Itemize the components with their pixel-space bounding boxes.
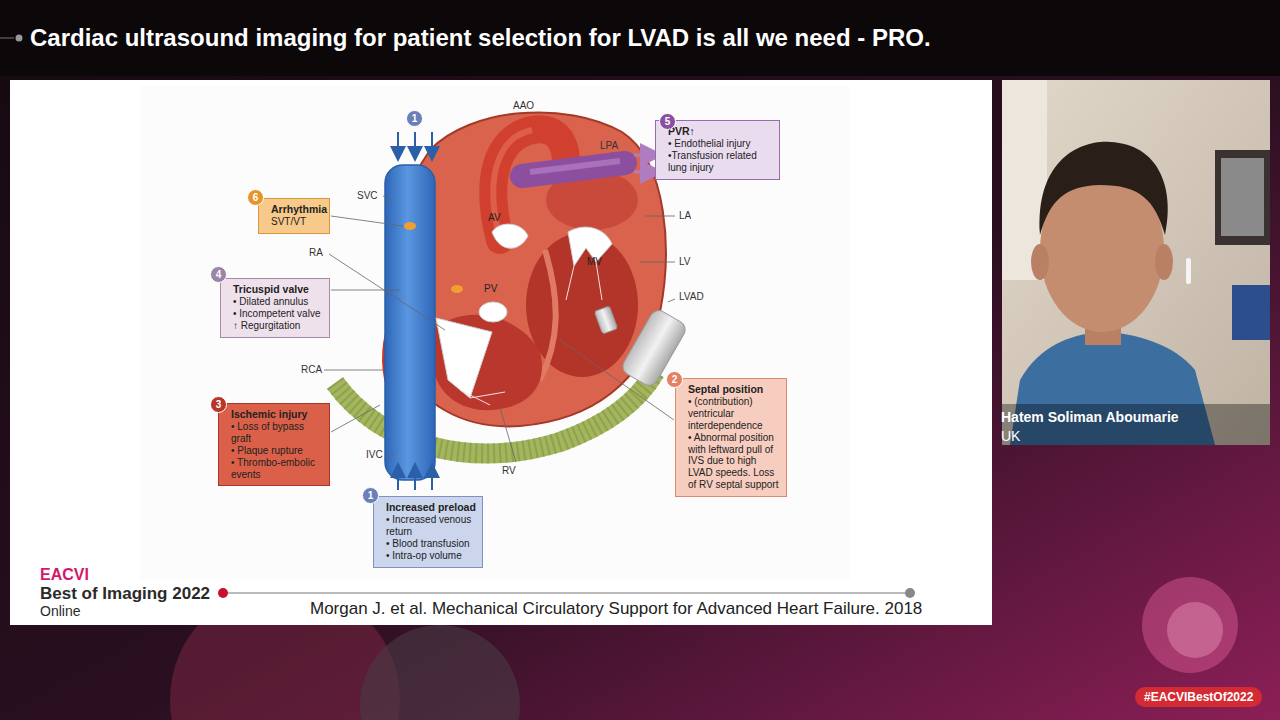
anatomy-label: IVC [366, 449, 383, 460]
box-bullet: • Endothelial injury [668, 138, 773, 150]
callout-number: 1 [406, 110, 423, 127]
box-bullet: • Increased venous return [386, 514, 476, 538]
box-bullet: • Plaque rupture [231, 445, 323, 457]
callout-box: Increased preload• Increased venous retu… [373, 496, 483, 568]
anatomy-label: LA [679, 210, 691, 221]
box-bullet: • (contribution) ventricular interdepend… [688, 396, 780, 431]
callout-digit: 4 [216, 269, 222, 280]
callout-number: 3 [210, 396, 227, 413]
box-bullet: • Blood transfusion [386, 538, 476, 550]
box-heading: PVR↑ [668, 125, 773, 137]
anatomy-label: PV [484, 283, 497, 294]
box-bullet: • Incompetent valve [233, 308, 323, 320]
anatomy-label: AAO [513, 100, 534, 111]
box-bullet: • Abnormal position with leftward pull o… [688, 432, 780, 491]
callout-digit: 5 [665, 116, 671, 127]
box-heading: Tricuspid valve [233, 283, 323, 295]
callout-digit: 2 [672, 374, 678, 385]
anatomy-label: SVC [357, 190, 378, 201]
anatomy-label: LV [679, 256, 691, 267]
slide-title: Cardiac ultrasound imaging for patient s… [30, 24, 931, 52]
callout-box: Ischemic injury• Loss of bypass graft• P… [218, 403, 330, 486]
box-bullet: • Intra-op volume [386, 550, 476, 562]
callout-box: PVR↑• Endothelial injury•Transfusion rel… [655, 120, 780, 180]
anatomy-label: RCA [301, 364, 322, 375]
box-heading: Arrhythmia [271, 203, 323, 215]
event-name: Best of Imaging 2022 [40, 584, 210, 604]
callout-digit: 3 [216, 399, 222, 410]
callout-box: Septal position• (contribution) ventricu… [675, 378, 787, 497]
box-bullet: • Dilated annulus [233, 296, 323, 308]
callout-number: 6 [247, 189, 264, 206]
hashtag-text: #EACVIBestOf2022 [1144, 690, 1253, 704]
presenter-name: Hatem Soliman Aboumarie [1001, 409, 1179, 425]
box-bullet: ↑ Regurgitation [233, 320, 323, 332]
box-bullet: • Loss of bypass graft [231, 421, 323, 445]
callout-box: ArrhythmiaSVT/VT [258, 198, 330, 234]
source-caption: Morgan J. et al. Mechanical Circulatory … [310, 599, 922, 619]
box-heading: Increased preload [386, 501, 476, 513]
box-bullet: SVT/VT [271, 216, 323, 228]
anatomy-label: RV [502, 465, 516, 476]
box-bullet: • Thrombo-embolic events [231, 457, 323, 481]
callout-number: 4 [210, 266, 227, 283]
brand-logo: EACVI [40, 566, 89, 584]
anatomy-label: AV [488, 212, 501, 223]
hashtag-pill: #EACVIBestOf2022 [1135, 687, 1262, 707]
callout-number: 5 [659, 113, 676, 130]
anatomy-label: MV [587, 256, 602, 267]
presenter-country: UK [1001, 428, 1020, 444]
box-heading: Ischemic injury [231, 408, 323, 420]
event-mode: Online [40, 603, 80, 619]
anatomy-label: RA [309, 247, 323, 258]
callout-digit: 6 [253, 192, 259, 203]
callout-box: Tricuspid valve• Dilated annulus• Incomp… [220, 278, 330, 338]
anatomy-label: LVAD [679, 291, 704, 302]
anatomy-label: LPA [600, 140, 618, 151]
callout-number: 2 [666, 371, 683, 388]
box-heading: Septal position [688, 383, 780, 395]
box-bullet: •Transfusion related lung injury [668, 150, 773, 174]
callout-digit: 1 [412, 113, 418, 124]
callout-digit: 1 [368, 490, 374, 501]
callout-number: 1 [362, 487, 379, 504]
